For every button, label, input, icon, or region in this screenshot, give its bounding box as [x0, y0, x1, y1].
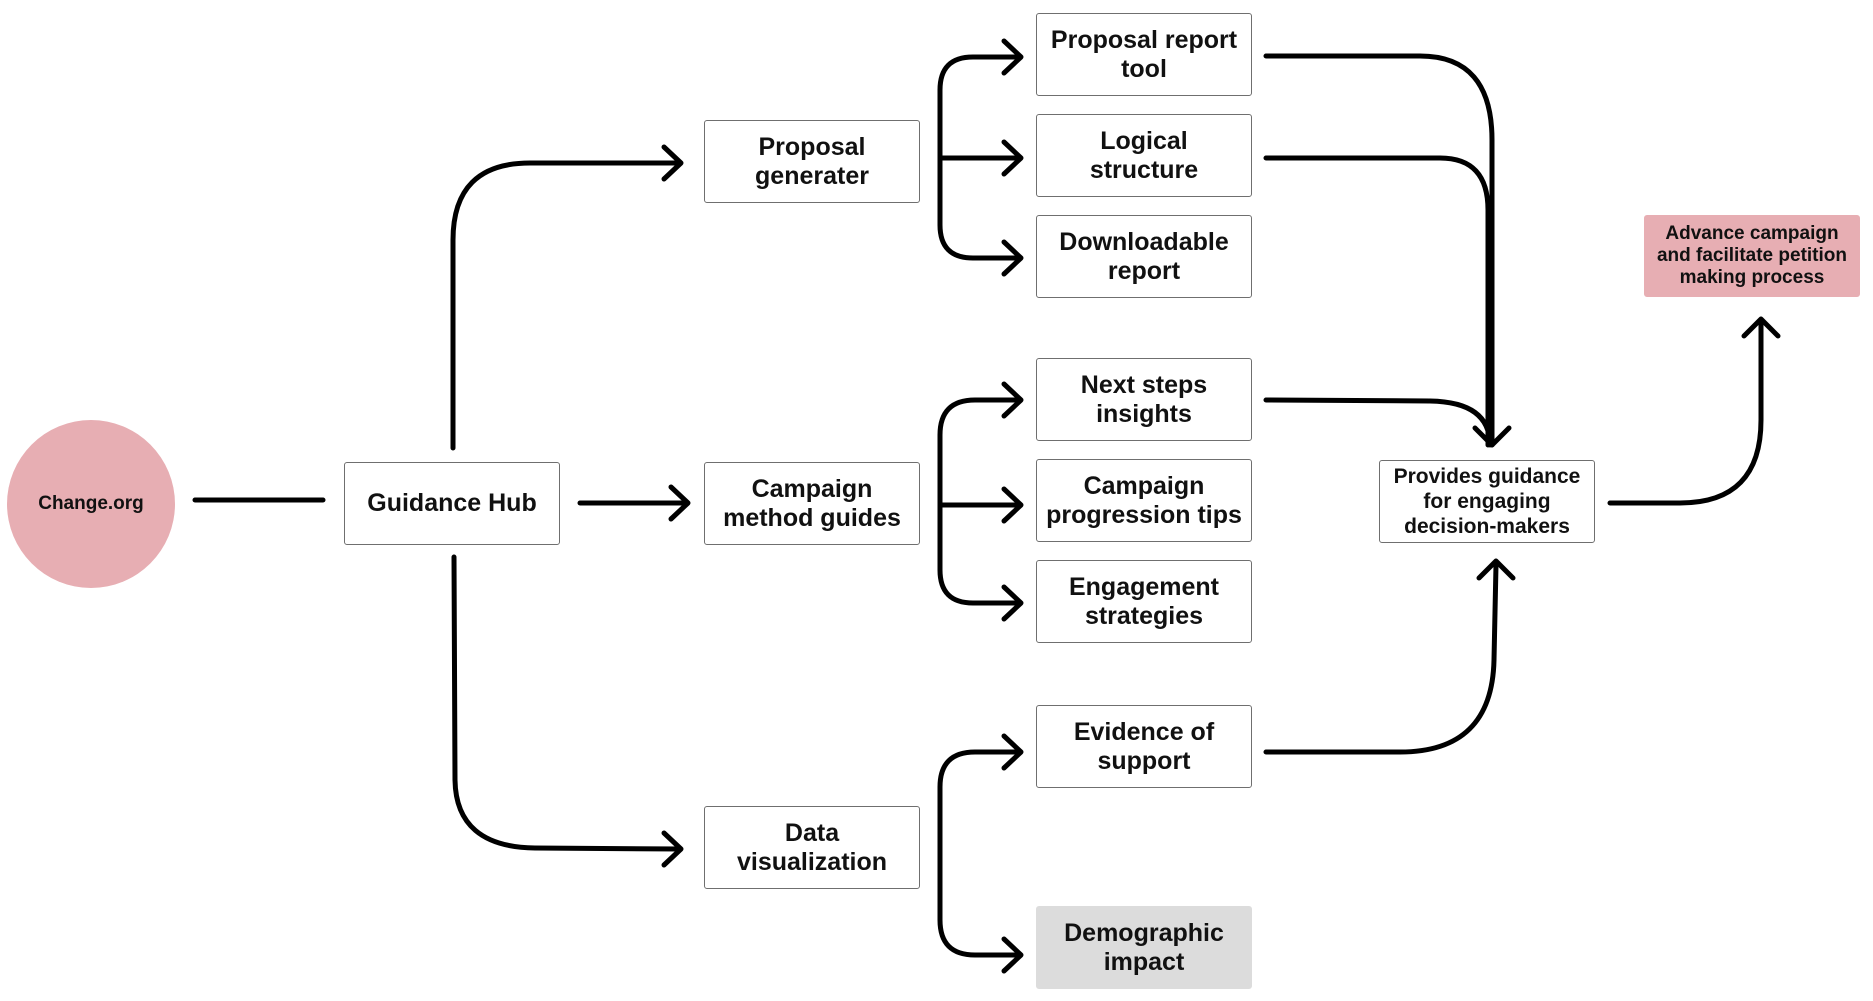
connector-next-steps-to-guidance: [1263, 397, 1493, 448]
node-label: Change.org: [38, 493, 144, 514]
node-proposal-report-tool: Proposal report tool: [1036, 13, 1252, 96]
arrowhead-evidence: [1001, 733, 1024, 771]
node-change-org: Change.org: [7, 420, 175, 588]
arrowhead-campaign-progression: [1001, 486, 1024, 524]
arrowhead-guidance-top: [1472, 425, 1512, 448]
node-label: Evidence of support: [1073, 717, 1215, 775]
node-guidance-hub: Guidance Hub: [344, 462, 560, 545]
node-label: Campaign progression tips: [1046, 471, 1242, 529]
arrowhead-downloadable-report: [1001, 239, 1024, 277]
connector-logical-structure-to-guidance: [1263, 155, 1491, 448]
connector-hub-to-data-visualization: [451, 554, 683, 852]
node-evidence-of-support: Evidence of support: [1036, 705, 1252, 788]
connector-hub-to-proposal-generater: [450, 160, 683, 451]
arrowhead-engagement: [1001, 584, 1024, 622]
arrowhead-logical-structure: [1001, 139, 1024, 177]
arrowhead-demographic: [1001, 936, 1024, 974]
connector-cmg-to-engagement: [937, 502, 1023, 606]
node-label: Engagement strategies: [1068, 572, 1220, 630]
connector-dv-to-evidence: [937, 749, 1023, 873]
arrowhead-campaign-method-guides: [668, 484, 691, 522]
node-campaign-method-guides: Campaign method guides: [704, 462, 920, 545]
node-label: Proposal generater: [755, 132, 869, 190]
node-proposal-generater: Proposal generater: [704, 120, 920, 203]
connector-dv-to-demographic: [937, 867, 1023, 958]
arrowhead-proposal-generater: [661, 144, 684, 182]
node-downloadable-report: Downloadable report: [1036, 215, 1252, 298]
arrowhead-data-visualization: [661, 830, 684, 868]
connector-guidance-to-advance: [1607, 317, 1764, 506]
node-label: Campaign method guides: [723, 474, 901, 532]
node-campaign-progression-tips: Campaign progression tips: [1036, 459, 1252, 542]
arrowhead-advance: [1741, 316, 1781, 339]
node-label: Provides guidance for engaging decision-…: [1393, 465, 1581, 538]
node-advance-campaign: Advance campaign and facilitate petition…: [1644, 215, 1860, 297]
node-label: Next steps insights: [1080, 370, 1208, 428]
node-provides-guidance: Provides guidance for engaging decision-…: [1379, 460, 1595, 543]
node-engagement-strategies: Engagement strategies: [1036, 560, 1252, 643]
node-data-visualization: Data visualization: [704, 806, 920, 889]
node-label: Logical structure: [1089, 126, 1199, 184]
node-logical-structure: Logical structure: [1036, 114, 1252, 197]
arrowhead-proposal-report-tool: [1001, 38, 1024, 76]
node-label: Demographic impact: [1064, 918, 1224, 976]
connector-evidence-to-guidance: [1263, 562, 1499, 755]
arrowhead-next-steps: [1001, 381, 1024, 419]
connector-pg-to-downloadable-report: [937, 155, 1023, 261]
connector-cmg-to-next-steps: [937, 397, 1023, 508]
node-label: Guidance Hub: [367, 489, 537, 517]
node-label: Data visualization: [736, 818, 888, 876]
node-label: Proposal report tool: [1050, 25, 1238, 83]
node-demographic-impact: Demographic impact: [1036, 906, 1252, 989]
connector-proposal-report-tool-to-guidance: [1263, 53, 1495, 448]
node-next-steps-insights: Next steps insights: [1036, 358, 1252, 441]
node-label: Downloadable report: [1059, 227, 1229, 285]
connector-pg-to-proposal-report-tool: [937, 54, 1023, 161]
node-label: Advance campaign and facilitate petition…: [1656, 223, 1848, 288]
arrowhead-guidance-bottom: [1476, 558, 1516, 581]
